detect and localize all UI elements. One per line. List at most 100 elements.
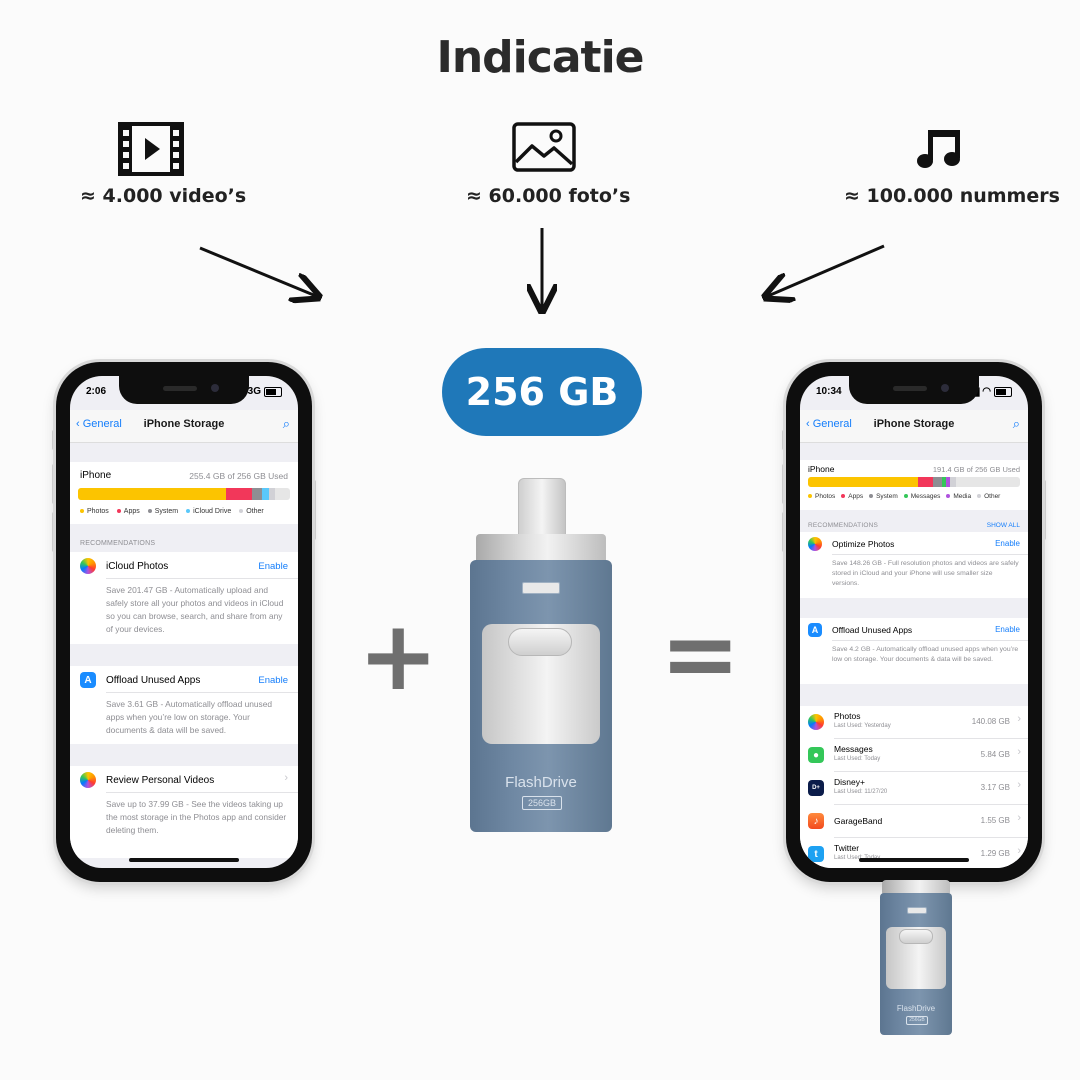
drive-knob xyxy=(899,929,933,944)
back-button[interactable]: ‹ General xyxy=(76,418,122,430)
chevron-left-icon: ‹ xyxy=(76,418,83,430)
volume-up-button xyxy=(782,464,786,504)
photos-app-icon xyxy=(80,772,96,788)
bar-other xyxy=(268,488,276,500)
bar-apps xyxy=(226,488,252,500)
image-icon xyxy=(512,122,576,172)
photo-count-label: ≈ 60.000 foto’s xyxy=(466,185,631,207)
battery-icon xyxy=(264,386,282,397)
app-store-icon: A xyxy=(80,672,96,688)
list-item-disney[interactable]: D+ Disney+ Last Used: 11/27/20 3.17 GB › xyxy=(800,772,1028,805)
disney-app-icon: D+ xyxy=(808,780,824,796)
drive-body: FlashDrive 256GB xyxy=(880,893,952,1035)
storage-legend: Photos Apps System Messages Media Other xyxy=(808,493,1000,500)
equals-symbol: = xyxy=(660,598,741,710)
recommendation-offload-apps[interactable]: A Offload Unused Apps Enable Save 4.2 GB… xyxy=(800,618,1028,684)
messages-app-icon: ● xyxy=(808,747,824,763)
recommendations-header: RECOMMENDATIONS xyxy=(80,540,156,547)
battery-icon xyxy=(994,386,1012,397)
arrow-left xyxy=(199,246,316,296)
phone-right-screen: 10:34 ▂▄▆◠ ‹ General iPhone Storage ⌕ iP… xyxy=(800,376,1028,868)
usage-text: 191.4 GB of 256 GB Used xyxy=(932,465,1020,474)
chevron-right-icon: › xyxy=(1017,845,1021,857)
bar-photos xyxy=(808,477,919,487)
app-store-icon: A xyxy=(808,623,822,637)
recommendation-offload-apps[interactable]: A Offload Unused Apps Enable Save 3.61 G… xyxy=(70,666,298,744)
drive-brand: FlashDrive xyxy=(505,774,577,791)
drive-size-badge: 256GB xyxy=(522,796,562,810)
list-item-twitter[interactable]: t Twitter Last Used: Today 1.29 GB › xyxy=(800,838,1028,868)
drive-cap xyxy=(882,880,950,894)
enable-button[interactable]: Enable xyxy=(258,675,288,686)
usb-c-plug xyxy=(518,478,566,538)
storage-summary: iPhone 191.4 GB of 256 GB Used Photos Ap… xyxy=(800,460,1028,510)
photos-app-icon xyxy=(808,537,822,551)
twitter-app-icon: t xyxy=(808,846,824,862)
photos-app-icon xyxy=(80,558,96,574)
mute-switch xyxy=(52,430,56,450)
list-item-photos[interactable]: Photos Last Used: Yesterday 140.08 GB › xyxy=(800,706,1028,739)
bar-apps xyxy=(918,477,934,487)
network-label: 3G xyxy=(247,386,261,397)
chevron-right-icon: › xyxy=(1017,812,1021,824)
bar-other xyxy=(950,477,957,487)
chevron-right-icon: › xyxy=(1017,713,1021,725)
back-button[interactable]: ‹ General xyxy=(806,418,852,430)
list-item-garageband[interactable]: ♪ GarageBand 1.55 GB › xyxy=(800,805,1028,838)
enable-button[interactable]: Enable xyxy=(995,625,1020,634)
drive-cap xyxy=(476,534,606,562)
enable-button[interactable]: Enable xyxy=(258,561,288,572)
status-time: 2:06 xyxy=(86,386,107,397)
bar-media xyxy=(945,477,950,487)
chevron-right-icon: › xyxy=(284,772,288,784)
storage-bar xyxy=(808,477,1020,487)
chevron-right-icon: › xyxy=(1017,779,1021,791)
search-icon[interactable]: ⌕ xyxy=(282,416,290,431)
search-icon[interactable]: ⌕ xyxy=(1012,416,1020,431)
power-button xyxy=(312,480,316,540)
volume-down-button xyxy=(52,512,56,552)
volume-down-button xyxy=(782,512,786,552)
notch xyxy=(849,376,979,404)
show-all-button[interactable]: SHOW ALL xyxy=(986,522,1020,529)
nav-title: iPhone Storage xyxy=(143,418,225,430)
storage-bar xyxy=(78,488,290,500)
mute-switch xyxy=(782,430,786,450)
video-icon xyxy=(118,122,184,176)
drive-body: FlashDrive 256GB xyxy=(470,560,612,832)
phone-left: 2:06 ▂▄▆3G ‹ General iPhone Storage ⌕ iP… xyxy=(56,362,312,882)
drive-knob xyxy=(508,628,572,656)
recommendation-review-videos[interactable]: Review Personal Videos › Save up to 37.9… xyxy=(70,766,298,858)
drive-indicator xyxy=(522,582,560,594)
enable-button[interactable]: Enable xyxy=(995,539,1020,548)
home-indicator[interactable] xyxy=(129,858,239,862)
capacity-badge: 256 GB xyxy=(442,348,642,436)
recommendations-header: RECOMMENDATIONS xyxy=(808,522,879,529)
bar-system xyxy=(251,488,263,500)
photos-app-icon xyxy=(808,714,824,730)
power-button xyxy=(1042,480,1046,540)
bar-messages xyxy=(941,477,946,487)
bar-photos xyxy=(78,488,227,500)
music-icon xyxy=(917,130,960,168)
chevron-left-icon: ‹ xyxy=(806,418,813,430)
drive-brand: FlashDrive xyxy=(896,1004,936,1013)
device-name: iPhone xyxy=(808,464,835,474)
song-count-label: ≈ 100.000 nummers xyxy=(844,185,1060,207)
recommendation-optimize-photos[interactable]: Optimize Photos Enable Save 148.26 GB - … xyxy=(800,532,1028,598)
wifi-icon: ◠ xyxy=(982,386,991,397)
usage-text: 255.4 GB of 256 GB Used xyxy=(189,471,288,481)
nav-title: iPhone Storage xyxy=(873,418,955,430)
drive-size-badge: 256GB xyxy=(906,1016,928,1025)
bar-icloud xyxy=(262,488,269,500)
video-count-label: ≈ 4.000 video’s xyxy=(80,185,247,207)
phone-right: 10:34 ▂▄▆◠ ‹ General iPhone Storage ⌕ iP… xyxy=(786,362,1042,882)
list-item-messages[interactable]: ● Messages Last Used: Today 5.84 GB › xyxy=(800,739,1028,772)
chevron-right-icon: › xyxy=(1017,746,1021,758)
device-name: iPhone xyxy=(80,470,112,481)
phone-left-screen: 2:06 ▂▄▆3G ‹ General iPhone Storage ⌕ iP… xyxy=(70,376,298,868)
recommendation-icloud-photos[interactable]: iCloud Photos Enable Save 201.47 GB - Au… xyxy=(70,552,298,644)
home-indicator[interactable] xyxy=(859,858,969,862)
bar-system xyxy=(933,477,942,487)
app-list: Photos Last Used: Yesterday 140.08 GB › … xyxy=(800,706,1028,868)
